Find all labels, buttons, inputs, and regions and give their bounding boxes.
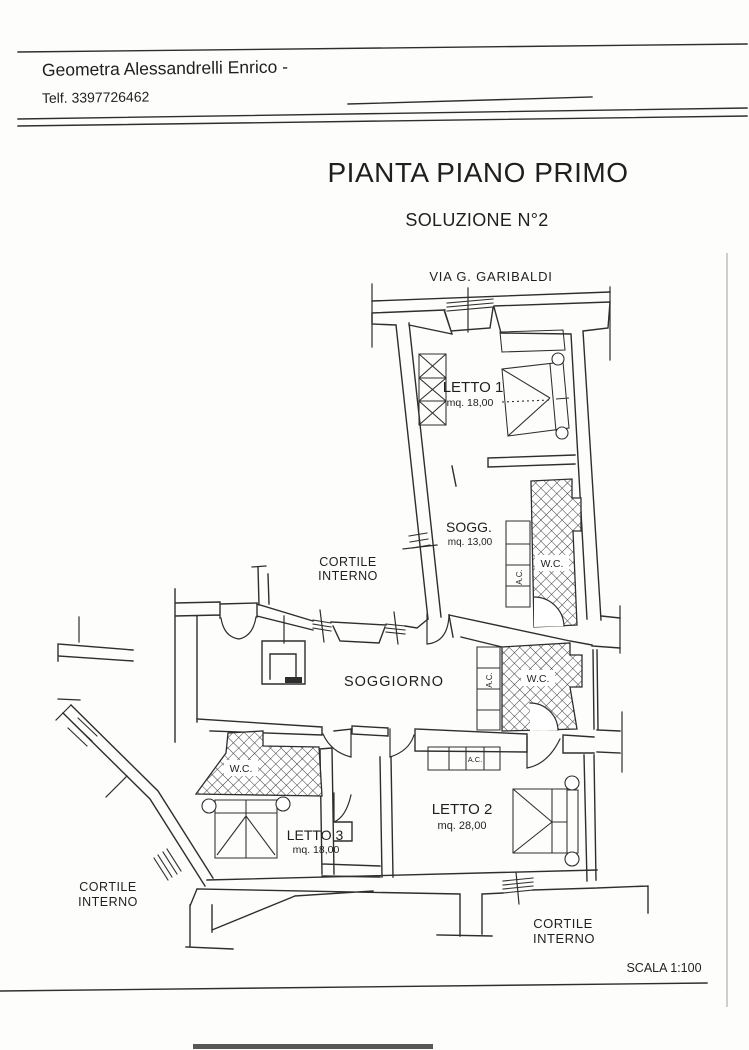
bed1-symbol bbox=[501, 361, 570, 437]
room-label-letto3: LETTO 3 bbox=[287, 827, 344, 843]
header-rules bbox=[17, 43, 748, 127]
door-arcs bbox=[220, 613, 561, 823]
ac1-label: A.C. bbox=[515, 569, 524, 585]
wall-ticks bbox=[55, 283, 623, 905]
svg-text:CORTILE: CORTILE bbox=[79, 880, 136, 894]
svg-text:INTERNO: INTERNO bbox=[533, 931, 595, 946]
cortile-label-top: CORTILE INTERNO bbox=[318, 555, 378, 583]
nightstand-circle bbox=[564, 775, 580, 791]
ac2-closet bbox=[476, 646, 501, 731]
bottom-rule bbox=[0, 982, 708, 992]
nightstand-circle bbox=[275, 796, 291, 812]
firm-phone: Telf. 3397726462 bbox=[42, 88, 150, 106]
wc1-door-swing bbox=[534, 597, 564, 627]
scale-label: SCALA 1:100 bbox=[626, 961, 701, 975]
room-label-sogg: SOGG. bbox=[446, 519, 492, 535]
street-label: VIA G. GARIBALDI bbox=[429, 269, 552, 284]
svg-text:INTERNO: INTERNO bbox=[78, 895, 138, 909]
letto3-window-hatch-upper bbox=[67, 717, 98, 747]
wc2-door-swing bbox=[530, 703, 558, 731]
svg-text:INTERNO: INTERNO bbox=[318, 569, 378, 583]
bed2-symbol bbox=[512, 788, 579, 854]
niche-symbol bbox=[499, 329, 566, 353]
wc1-label-box bbox=[535, 555, 569, 571]
room-area-letto3: mq. 18,00 bbox=[293, 844, 340, 856]
ac3-label: A.C. bbox=[468, 755, 483, 764]
svg-text:CORTILE: CORTILE bbox=[319, 555, 376, 569]
wc3-hatch-area bbox=[194, 730, 323, 797]
room-area-letto2: mq. 28,00 bbox=[438, 820, 487, 832]
wc2-label-box bbox=[521, 670, 555, 686]
nightstand-circle bbox=[555, 426, 569, 440]
wc2-hatch-area bbox=[501, 642, 583, 732]
double-door-arcs bbox=[220, 616, 257, 640]
svg-text:CORTILE: CORTILE bbox=[533, 916, 593, 931]
entry-window-hatch bbox=[446, 298, 494, 312]
wc2-label: W.C. bbox=[527, 673, 550, 685]
nightstand-circle bbox=[551, 352, 565, 366]
room-area-sogg: mq. 13,00 bbox=[448, 537, 493, 548]
walls-lower-blocks bbox=[62, 704, 649, 950]
room-label-soggiorno: SOGGIORNO bbox=[344, 674, 444, 690]
cortile-label-bottom-left: CORTILE INTERNO bbox=[78, 880, 138, 909]
bed3-symbol bbox=[214, 799, 278, 859]
ac1-closet bbox=[505, 520, 531, 608]
scan-smudge bbox=[193, 1044, 433, 1049]
cortile-label-bottom-right: CORTILE INTERNO bbox=[533, 916, 595, 946]
wardrobe-symbol bbox=[418, 353, 447, 426]
ac2-label: A.C. bbox=[485, 672, 494, 688]
nightstand-circle bbox=[564, 851, 580, 867]
room-area-letto1: mq. 18,00 bbox=[447, 397, 494, 409]
furniture bbox=[201, 329, 580, 867]
page-subtitle: SOLUZIONE N°2 bbox=[405, 210, 548, 230]
fireplace-bar bbox=[285, 677, 302, 683]
page-title: PIANTA PIANO PRIMO bbox=[328, 157, 629, 188]
firm-name: Geometra Alessandrelli Enrico - bbox=[42, 57, 289, 80]
letto3-window-hatch-lower bbox=[153, 848, 182, 881]
letto2-closet bbox=[427, 746, 501, 771]
room-label-letto1: LETTO 1 bbox=[443, 379, 504, 396]
letto2-window-hatch bbox=[502, 877, 534, 894]
nightstand-circle bbox=[201, 798, 217, 814]
wc3-label: W.C. bbox=[230, 763, 253, 775]
walls-soggiorno bbox=[57, 566, 621, 754]
wc3-label-box bbox=[224, 760, 258, 776]
wc1-label: W.C. bbox=[541, 558, 564, 570]
room-label-letto2: LETTO 2 bbox=[432, 801, 493, 818]
soggiorno-window-hatch bbox=[312, 619, 406, 635]
